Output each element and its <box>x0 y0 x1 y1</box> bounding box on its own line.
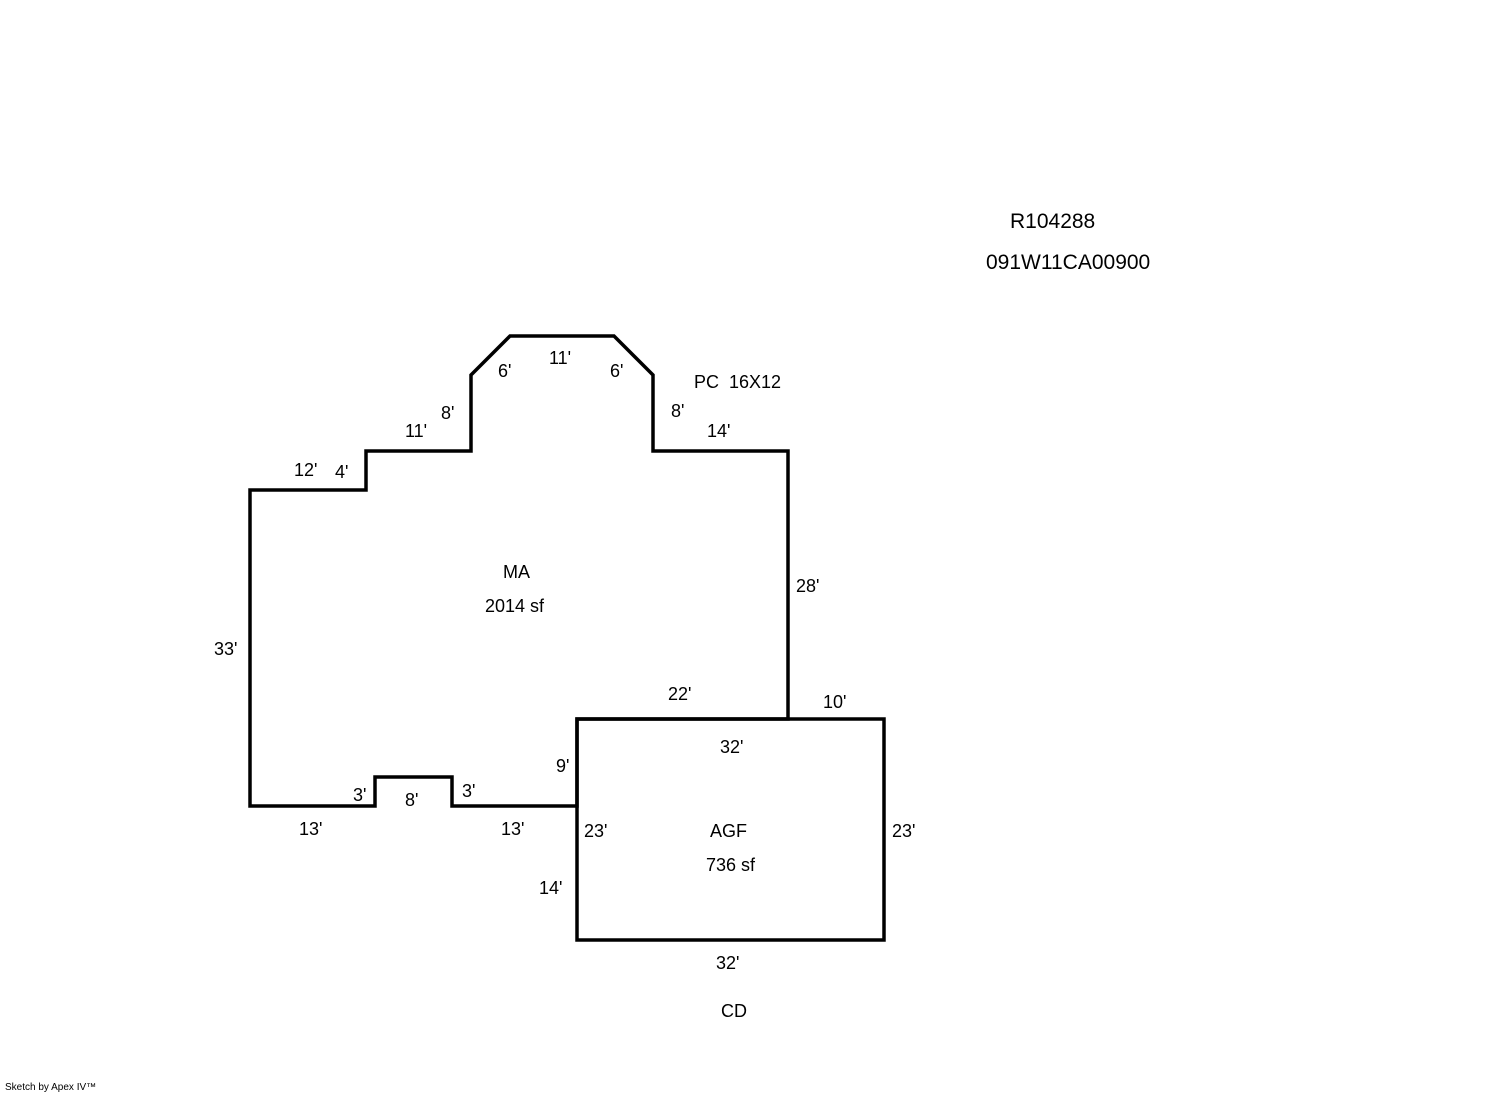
garage-outline <box>575 717 886 942</box>
main-area-outline <box>248 334 790 808</box>
dimension-label: 11' <box>405 421 427 441</box>
dimension-label: 10' <box>823 692 846 712</box>
map-tax-lot: 091W11CA00900 <box>986 251 1150 274</box>
sketch-credit: Sketch by Apex IV™ <box>5 1082 96 1093</box>
dimension-label: 32' <box>716 953 739 973</box>
dimension-label: 4' <box>335 462 348 482</box>
dimension-label: 14' <box>707 421 730 441</box>
dimension-label: 3' <box>462 781 475 801</box>
dimension-label: 8' <box>441 403 454 423</box>
dimension-label: 8' <box>671 401 684 421</box>
dimension-label: 23' <box>584 821 607 841</box>
dimension-label: 3' <box>353 785 366 805</box>
dimension-label: 28' <box>796 576 819 596</box>
porch-label: PC 16X12 <box>694 372 781 392</box>
dimension-label: 13' <box>299 819 322 839</box>
dimension-label: 22' <box>668 684 691 704</box>
dimension-label: 23' <box>892 821 915 841</box>
dimension-label: 6' <box>610 361 623 381</box>
dimension-label: 6' <box>498 361 511 381</box>
dimension-label: 32' <box>720 737 743 757</box>
dimension-label: 12' <box>294 460 317 480</box>
dimension-label: 8' <box>405 790 418 810</box>
dimension-label: 11' <box>549 348 571 368</box>
dimension-label: 14' <box>539 878 562 898</box>
garage-area-size: 736 sf <box>706 855 756 875</box>
account-id: R104288 <box>1010 210 1095 233</box>
deck-label: CD <box>721 1001 747 1021</box>
garage-area-code: AGF <box>710 821 747 841</box>
main-area-code: MA <box>503 562 530 582</box>
main-area-size: 2014 sf <box>485 596 545 616</box>
dimension-label: 33' <box>214 639 237 659</box>
dimension-label: 9' <box>556 756 569 776</box>
dimension-label: 13' <box>501 819 524 839</box>
